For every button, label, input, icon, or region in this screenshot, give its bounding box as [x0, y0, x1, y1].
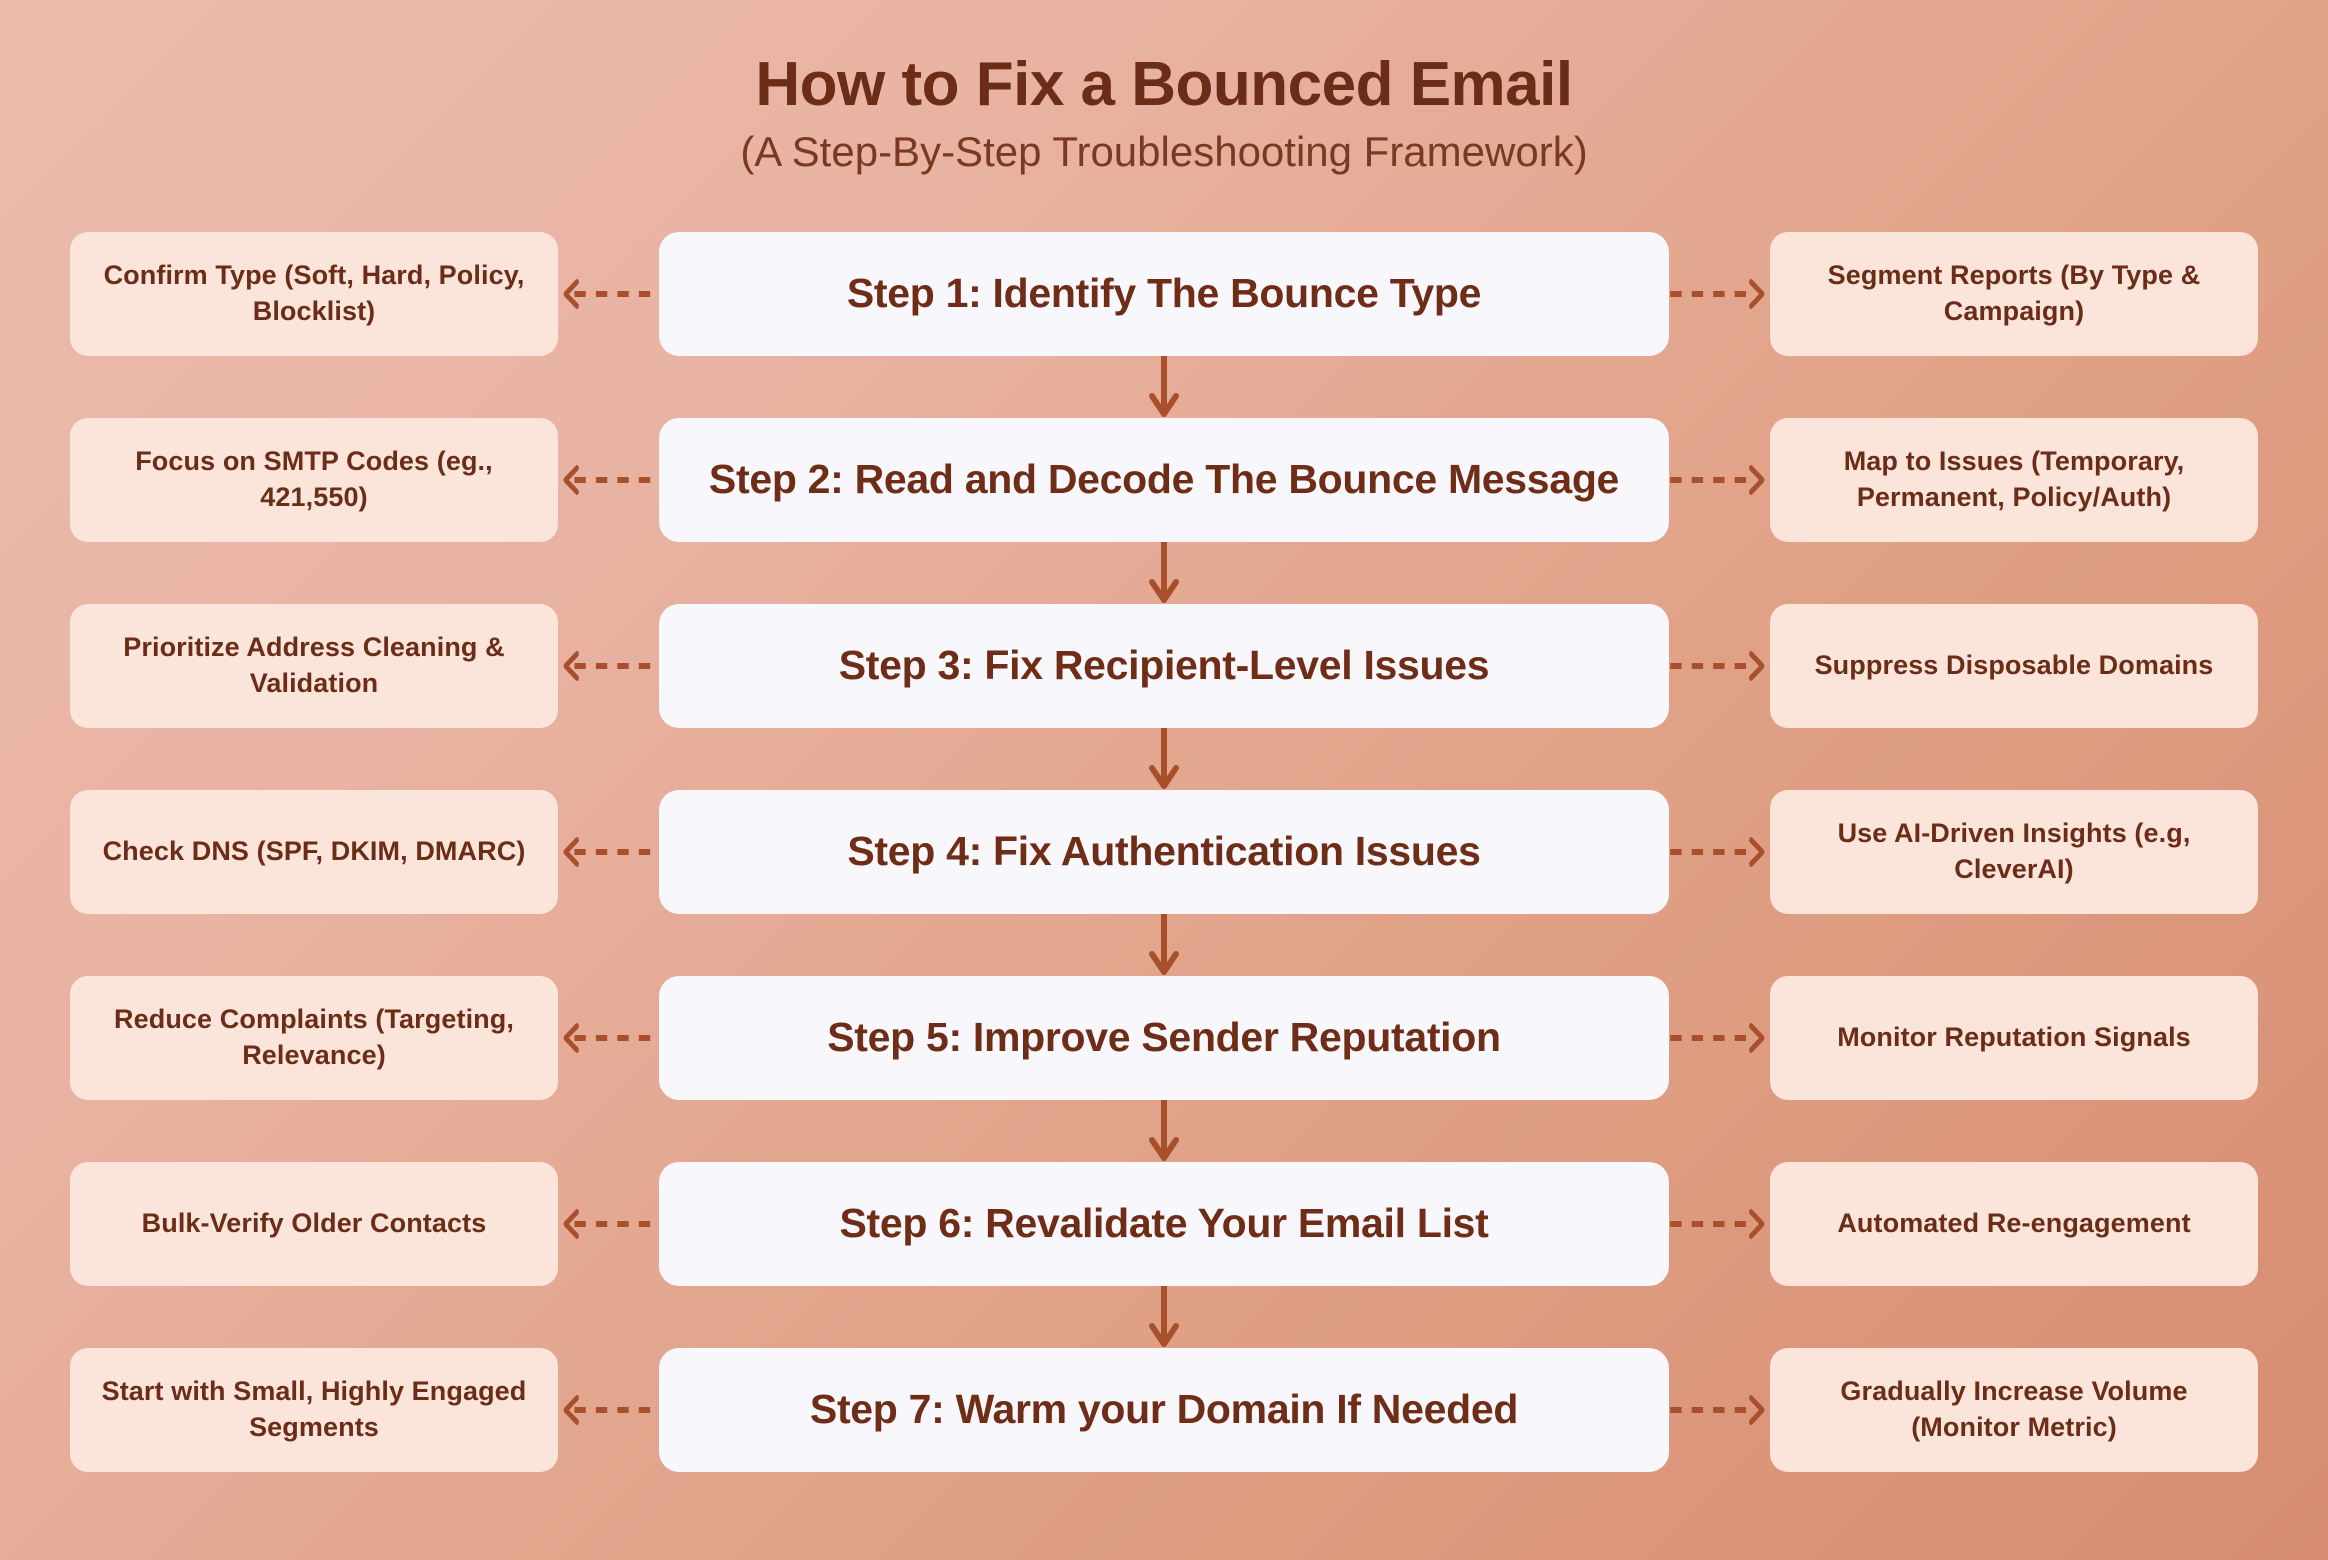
dashed-left-arrow-connector	[558, 832, 659, 872]
dashed-right-arrow-connector	[1669, 832, 1770, 872]
left-detail-label: Check DNS (SPF, DKIM, DMARC)	[102, 836, 526, 867]
dashed-right-arrow-connector	[1669, 1390, 1770, 1430]
down-arrow-connector	[1144, 1286, 1184, 1348]
down-arrow-connector	[1144, 542, 1184, 604]
left-detail-box: Reduce Complaints (Targeting, Relevance)	[70, 976, 558, 1100]
step-box: Step 7: Warm your Domain If Needed	[659, 1348, 1669, 1472]
step-box: Step 3: Fix Recipient-Level Issues	[659, 604, 1669, 789]
step-box: Step 5: Improve Sender Reputation	[659, 976, 1669, 1161]
arrow-down-icon	[1149, 728, 1179, 789]
right-detail-box: Monitor Reputation Signals	[1770, 976, 2258, 1100]
step-label: Step 4: Fix Authentication Issues	[847, 828, 1481, 875]
step-label: Step 2: Read and Decode The Bounce Messa…	[708, 456, 1620, 503]
arrow-right-icon	[1670, 1209, 1765, 1239]
down-arrow-connector	[1144, 914, 1184, 976]
arrow-down-icon	[1149, 914, 1179, 975]
dashed-right-arrow-connector	[1669, 646, 1770, 686]
arrow-left-icon	[563, 1209, 658, 1239]
dashed-left-arrow-connector	[558, 1204, 659, 1244]
right-detail-label: Monitor Reputation Signals	[1837, 1022, 2191, 1053]
arrow-down-icon	[1149, 1100, 1179, 1161]
arrow-down-icon	[1149, 356, 1179, 417]
arrow-left-icon	[563, 1395, 658, 1425]
dashed-left-arrow-connector	[558, 460, 659, 500]
arrow-right-icon	[1670, 465, 1765, 495]
step-label: Step 3: Fix Recipient-Level Issues	[838, 642, 1490, 689]
left-detail-label: Focus on SMTP Codes (eg., 421,550)	[135, 446, 493, 512]
left-detail-label: Prioritize Address Cleaning & Validation	[123, 632, 505, 698]
arrow-left-icon	[563, 651, 658, 681]
flow-row: Start with Small, Highly Engaged Segment…	[0, 1348, 2328, 1472]
left-detail-box: Start with Small, Highly Engaged Segment…	[70, 1348, 558, 1472]
arrow-right-icon	[1670, 837, 1765, 867]
flow-row: Bulk-Verify Older Contacts Step 6: Reval…	[0, 1162, 2328, 1347]
arrow-right-icon	[1670, 279, 1765, 309]
header: How to Fix a Bounced Email (A Step-By-St…	[0, 50, 2328, 175]
step-label: Step 7: Warm your Domain If Needed	[809, 1386, 1519, 1433]
flow-row: Confirm Type (Soft, Hard, Policy, Blockl…	[0, 232, 2328, 417]
right-detail-box: Map to Issues (Temporary, Permanent, Pol…	[1770, 418, 2258, 542]
dashed-right-arrow-connector	[1669, 1018, 1770, 1058]
left-detail-box: Check DNS (SPF, DKIM, DMARC)	[70, 790, 558, 914]
step-box: Step 4: Fix Authentication Issues	[659, 790, 1669, 975]
right-detail-label: Segment Reports (By Type & Campaign)	[1827, 260, 2201, 326]
arrow-down-icon	[1149, 542, 1179, 603]
dashed-right-arrow-connector	[1669, 460, 1770, 500]
arrow-right-icon	[1670, 1023, 1765, 1053]
right-detail-label: Suppress Disposable Domains	[1814, 650, 2214, 681]
down-arrow-connector	[1144, 1100, 1184, 1162]
down-arrow-connector	[1144, 728, 1184, 790]
flow-diagram: Confirm Type (Soft, Hard, Policy, Blockl…	[0, 232, 2328, 1472]
step-box: Step 6: Revalidate Your Email List	[659, 1162, 1669, 1347]
arrow-left-icon	[563, 279, 658, 309]
arrow-left-icon	[563, 837, 658, 867]
left-detail-label: Start with Small, Highly Engaged Segment…	[101, 1376, 527, 1442]
arrow-left-icon	[563, 1023, 658, 1053]
dashed-right-arrow-connector	[1669, 274, 1770, 314]
step-label: Step 5: Improve Sender Reputation	[827, 1014, 1501, 1061]
page-title: How to Fix a Bounced Email	[755, 50, 1573, 119]
dashed-left-arrow-connector	[558, 646, 659, 686]
dashed-left-arrow-connector	[558, 274, 659, 314]
page-subtitle: (A Step-By-Step Troubleshooting Framewor…	[740, 127, 1588, 175]
right-detail-label: Map to Issues (Temporary, Permanent, Pol…	[1843, 446, 2185, 512]
left-detail-label: Reduce Complaints (Targeting, Relevance)	[114, 1004, 514, 1070]
left-detail-label: Bulk-Verify Older Contacts	[141, 1208, 487, 1239]
right-detail-box: Suppress Disposable Domains	[1770, 604, 2258, 728]
step-label: Step 1: Identify The Bounce Type	[846, 270, 1482, 317]
right-detail-box: Gradually Increase Volume (Monitor Metri…	[1770, 1348, 2258, 1472]
step-box: Step 1: Identify The Bounce Type	[659, 232, 1669, 417]
left-detail-label: Confirm Type (Soft, Hard, Policy, Blockl…	[103, 260, 525, 326]
right-detail-box: Automated Re-engagement	[1770, 1162, 2258, 1286]
down-arrow-connector	[1144, 356, 1184, 418]
arrow-left-icon	[563, 465, 658, 495]
dashed-left-arrow-connector	[558, 1390, 659, 1430]
dashed-left-arrow-connector	[558, 1018, 659, 1058]
flow-row: Prioritize Address Cleaning & Validation…	[0, 604, 2328, 789]
flow-row: Check DNS (SPF, DKIM, DMARC) Step 4: Fix…	[0, 790, 2328, 975]
arrow-right-icon	[1670, 1395, 1765, 1425]
right-detail-label: Gradually Increase Volume (Monitor Metri…	[1840, 1376, 2188, 1442]
step-box: Step 2: Read and Decode The Bounce Messa…	[659, 418, 1669, 603]
right-detail-box: Use AI-Driven Insights (e.g, CleverAI)	[1770, 790, 2258, 914]
left-detail-box: Bulk-Verify Older Contacts	[70, 1162, 558, 1286]
left-detail-box: Confirm Type (Soft, Hard, Policy, Blockl…	[70, 232, 558, 356]
left-detail-box: Prioritize Address Cleaning & Validation	[70, 604, 558, 728]
right-detail-label: Automated Re-engagement	[1837, 1208, 2191, 1239]
right-detail-label: Use AI-Driven Insights (e.g, CleverAI)	[1837, 818, 2191, 884]
right-detail-box: Segment Reports (By Type & Campaign)	[1770, 232, 2258, 356]
arrow-right-icon	[1670, 651, 1765, 681]
arrow-down-icon	[1149, 1286, 1179, 1347]
left-detail-box: Focus on SMTP Codes (eg., 421,550)	[70, 418, 558, 542]
flow-row: Reduce Complaints (Targeting, Relevance)…	[0, 976, 2328, 1161]
dashed-right-arrow-connector	[1669, 1204, 1770, 1244]
flow-row: Focus on SMTP Codes (eg., 421,550) Step …	[0, 418, 2328, 603]
step-label: Step 6: Revalidate Your Email List	[839, 1200, 1489, 1247]
